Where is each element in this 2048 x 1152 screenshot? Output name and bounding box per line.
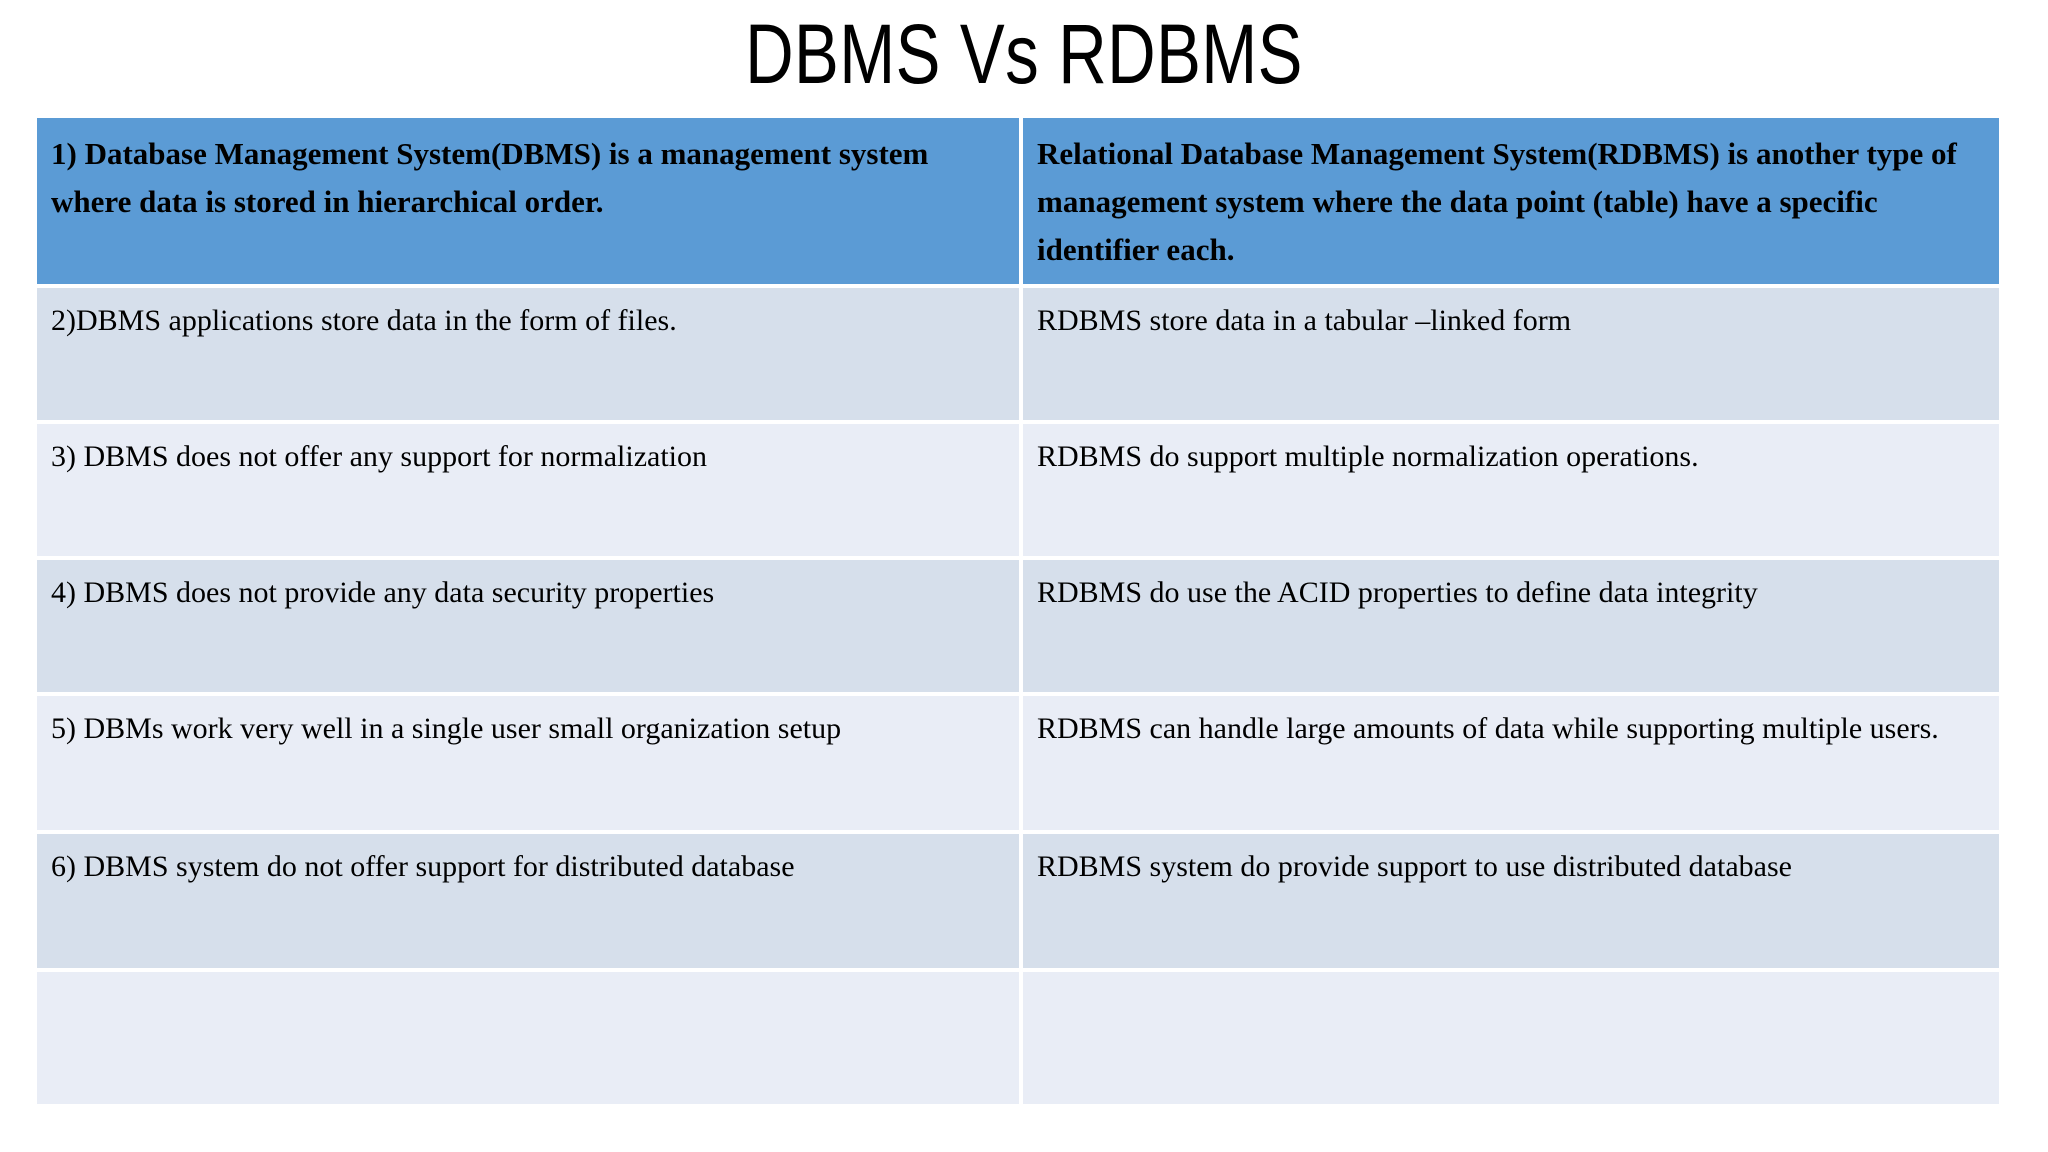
table-row-empty	[37, 972, 1999, 1108]
comparison-table: 1) Database Management System(DBMS) is a…	[37, 118, 1999, 1108]
page-title: DBMS Vs RDBMS	[745, 7, 1303, 101]
row-2-cell-rdbms: RDBMS do support multiple normalization …	[1023, 424, 1999, 560]
header-cell-rdbms: Relational Database Management System(RD…	[1023, 118, 1999, 288]
row-5-cell-dbms-text: 6) DBMS system do not offer support for …	[51, 850, 795, 883]
row-2-cell-rdbms-text: RDBMS do support multiple normalization …	[1037, 440, 1699, 473]
row-1-cell-dbms-text: 2)DBMS applications store data in the fo…	[51, 304, 677, 337]
row-1-cell-rdbms: RDBMS store data in a tabular –linked fo…	[1023, 288, 1999, 424]
row-4-cell-rdbms: RDBMS can handle large amounts of data w…	[1023, 696, 1999, 834]
row-6-cell-dbms	[37, 972, 1023, 1108]
row-3-cell-rdbms-text: RDBMS do use the ACID properties to defi…	[1037, 576, 1758, 609]
table-row: 4) DBMS does not provide any data securi…	[37, 560, 1999, 696]
row-6-cell-rdbms-text	[1037, 982, 1985, 1028]
row-3-cell-rdbms: RDBMS do use the ACID properties to defi…	[1023, 560, 1999, 696]
row-3-cell-dbms-text: 4) DBMS does not provide any data securi…	[51, 576, 715, 609]
table-row: 6) DBMS system do not offer support for …	[37, 834, 1999, 972]
row-6-cell-dbms-text	[51, 982, 1005, 1028]
header-cell-rdbms-text: Relational Database Management System(RD…	[1037, 136, 1957, 267]
row-4-cell-dbms-text: 5) DBMs work very well in a single user …	[51, 712, 842, 745]
row-3-cell-dbms: 4) DBMS does not provide any data securi…	[37, 560, 1023, 696]
row-1-cell-rdbms-text: RDBMS store data in a tabular –linked fo…	[1037, 304, 1572, 337]
header-cell-dbms: 1) Database Management System(DBMS) is a…	[37, 118, 1023, 288]
row-4-cell-dbms: 5) DBMs work very well in a single user …	[37, 696, 1023, 834]
table-row: 5) DBMs work very well in a single user …	[37, 696, 1999, 834]
table-header-row: 1) Database Management System(DBMS) is a…	[37, 118, 1999, 288]
row-4-cell-rdbms-text: RDBMS can handle large amounts of data w…	[1037, 712, 1939, 745]
table-row: 2)DBMS applications store data in the fo…	[37, 288, 1999, 424]
table-row: 3) DBMS does not offer any support for n…	[37, 424, 1999, 560]
row-5-cell-rdbms-text: RDBMS system do provide support to use d…	[1037, 850, 1792, 883]
row-1-cell-dbms: 2)DBMS applications store data in the fo…	[37, 288, 1023, 424]
row-2-cell-dbms: 3) DBMS does not offer any support for n…	[37, 424, 1023, 560]
header-cell-dbms-text: 1) Database Management System(DBMS) is a…	[51, 136, 929, 219]
row-5-cell-rdbms: RDBMS system do provide support to use d…	[1023, 834, 1999, 972]
row-6-cell-rdbms	[1023, 972, 1999, 1108]
row-5-cell-dbms: 6) DBMS system do not offer support for …	[37, 834, 1023, 972]
row-2-cell-dbms-text: 3) DBMS does not offer any support for n…	[51, 440, 708, 473]
